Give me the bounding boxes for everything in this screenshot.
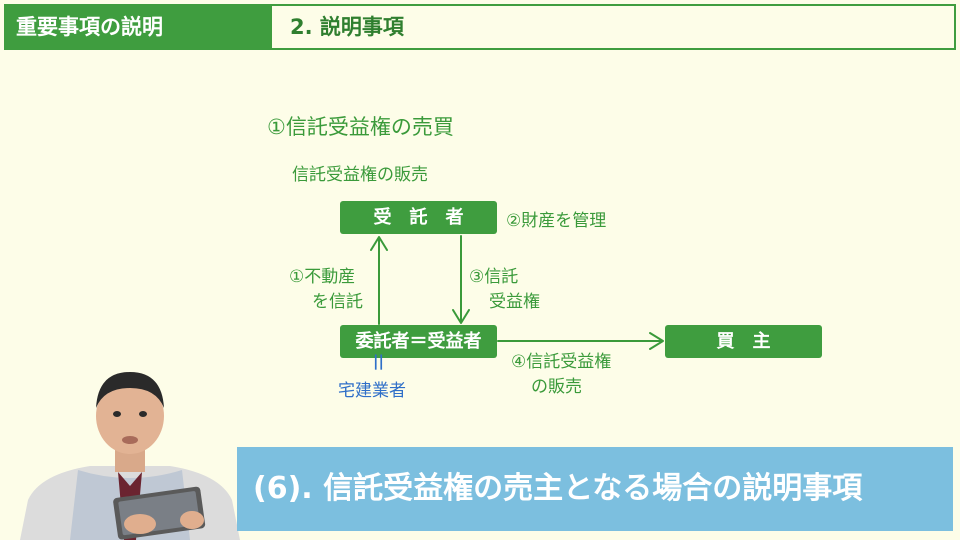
step4-line2: の販売 [531,377,582,397]
step3-line2: 受益権 [489,292,540,312]
header-bar: 重要事項の説明 2. 説明事項 [4,4,956,50]
section-title: 重要事項の説明 [6,6,272,48]
step1-line1: ①不動産 [289,267,356,287]
buyer-box: 買 主 [665,325,822,358]
subsection-title: 2. 説明事項 [290,15,404,39]
diagram-heading: ①信託受益権の売買 [267,115,454,139]
arrowhead-right [649,332,664,350]
arrowhead-down [452,309,470,324]
realtor-label: 宅建業者 [338,381,406,401]
step1-line2: を信託 [312,292,363,312]
step4-line1: ④信託受益権 [511,352,612,372]
arrowhead-up [370,236,388,251]
presenter-video [20,372,240,540]
trustee-note: ②財産を管理 [506,211,607,231]
settlor-box: 委託者＝受益者 [340,325,497,358]
diagram-subheading: 信託受益権の販売 [292,165,428,185]
trustee-box: 受 託 者 [340,201,497,234]
step3-line1: ③信託 [469,267,519,287]
topic-banner: (6). 信託受益権の売主となる場合の説明事項 [237,447,953,531]
equal-mark: || [373,352,384,370]
